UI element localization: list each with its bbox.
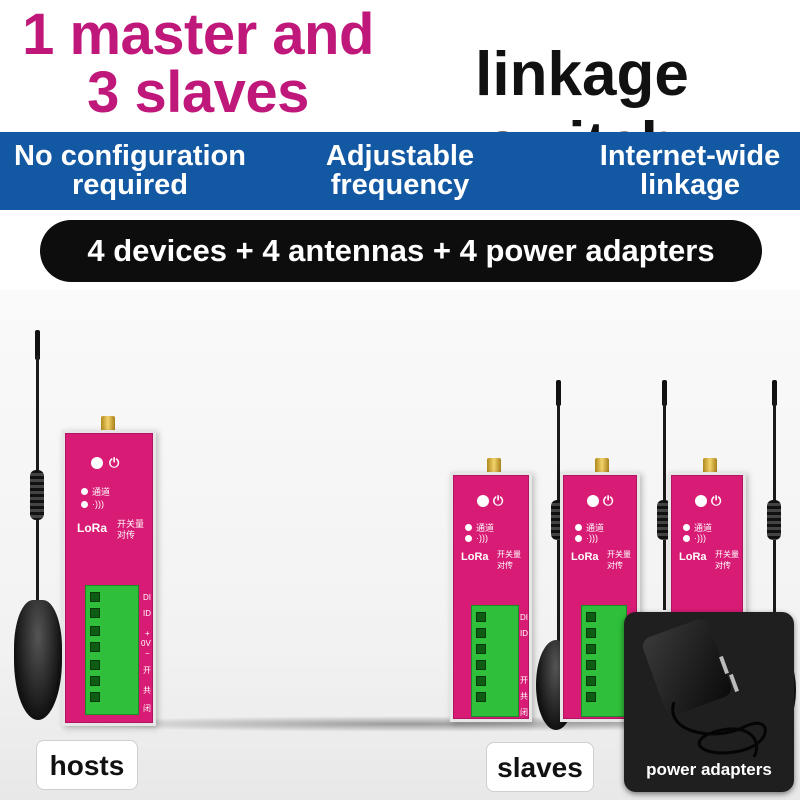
host-device: ⏻ 通道 ·))) LoRa 开关量对传 DI ID + 0V − 开 共 闭 bbox=[62, 430, 156, 726]
terminal-block bbox=[85, 585, 139, 715]
wireless-icon: ·))) bbox=[586, 533, 598, 543]
lora-logo: LoRa bbox=[461, 551, 489, 563]
power-icon: ⏻ bbox=[603, 493, 614, 508]
power-adapter-inset: power adapters bbox=[624, 612, 794, 792]
wireless-icon: ·))) bbox=[92, 499, 104, 509]
feature-adjustable-frequency: Adjustable frequency bbox=[325, 140, 475, 201]
feature-band: No configuration required Adjustable fre… bbox=[0, 132, 800, 210]
slave-antenna-coil bbox=[657, 500, 671, 540]
wireless-icon: ·))) bbox=[694, 533, 706, 543]
slave-antenna-rod bbox=[557, 400, 560, 720]
host-antenna-tip bbox=[35, 330, 40, 360]
cable-icon bbox=[671, 702, 767, 758]
power-icon: ⏻ bbox=[711, 493, 722, 508]
host-antenna-coil bbox=[30, 470, 44, 520]
device-name: 开关量对传 bbox=[607, 550, 631, 570]
device-name: 开关量对传 bbox=[117, 519, 145, 540]
slave-device: ⏻ 通道 ·))) LoRa 开关量对传 bbox=[560, 472, 640, 722]
slave-antenna-coil bbox=[767, 500, 781, 540]
lora-logo: LoRa bbox=[571, 551, 599, 563]
terminal-label-di: DI bbox=[143, 593, 151, 602]
terminal-label-id: ID bbox=[520, 629, 528, 638]
terminal-label-common: 共 bbox=[520, 692, 528, 701]
signal-led: ·))) bbox=[81, 499, 104, 509]
lora-logo: LoRa bbox=[679, 551, 707, 563]
wireless-icon: ·))) bbox=[476, 533, 488, 543]
slave-antenna-tip bbox=[662, 380, 667, 406]
terminal-label-0v: 0V bbox=[141, 639, 151, 648]
power-icon: ⏻ bbox=[493, 493, 504, 508]
headline-primary: 1 master and 3 slaves bbox=[0, 6, 378, 122]
channel-led: 通道 bbox=[465, 521, 494, 534]
power-led bbox=[587, 495, 599, 507]
terminal-label-id: ID bbox=[143, 609, 151, 618]
channel-led: 通道 bbox=[683, 521, 712, 534]
terminal-label-closed: 闭 bbox=[520, 708, 528, 717]
slaves-label: slaves bbox=[486, 742, 594, 792]
lora-logo: LoRa bbox=[77, 521, 107, 535]
terminal-block bbox=[471, 605, 519, 717]
device-name: 开关量对传 bbox=[715, 550, 739, 570]
terminal-label-closed: 闭 bbox=[143, 704, 151, 713]
headline-primary-line1: 1 master and 3 slaves bbox=[22, 2, 374, 125]
power-icon: ⏻ bbox=[109, 455, 120, 470]
host-antenna-rod bbox=[36, 355, 39, 685]
package-contents-banner: 4 devices + 4 antennas + 4 power adapter… bbox=[40, 220, 762, 282]
terminal-label-common: 共 bbox=[143, 686, 151, 695]
signal-led: ·))) bbox=[575, 533, 598, 543]
host-antenna-base bbox=[14, 600, 62, 720]
hosts-label: hosts bbox=[36, 740, 138, 790]
slave-antenna-tip bbox=[772, 380, 777, 406]
slave-antenna-tip bbox=[556, 380, 561, 406]
slave-antenna-rod bbox=[773, 400, 776, 720]
feature-internet-linkage: Internet-wide linkage bbox=[599, 140, 781, 201]
terminal-label-di: DI bbox=[520, 613, 528, 622]
power-led bbox=[695, 495, 707, 507]
channel-led: 通道 bbox=[575, 521, 604, 534]
terminal-label-open: 开 bbox=[520, 676, 528, 685]
power-led bbox=[91, 457, 103, 469]
terminal-block bbox=[581, 605, 627, 717]
power-adapters-label: power adapters bbox=[646, 760, 772, 779]
terminal-label-minus: − bbox=[145, 649, 150, 658]
terminal-label-open: 开 bbox=[143, 666, 151, 675]
slave-device: ⏻ 通道 ·))) LoRa 开关量对传 DI ID 开 共 闭 bbox=[450, 472, 532, 722]
feature-no-config: No configuration required bbox=[14, 140, 246, 201]
signal-led: ·))) bbox=[465, 533, 488, 543]
device-name: 开关量对传 bbox=[497, 550, 521, 570]
terminal-label-plus: + bbox=[145, 629, 150, 638]
channel-led: 通道 bbox=[81, 485, 110, 498]
power-led bbox=[477, 495, 489, 507]
signal-led: ·))) bbox=[683, 533, 706, 543]
